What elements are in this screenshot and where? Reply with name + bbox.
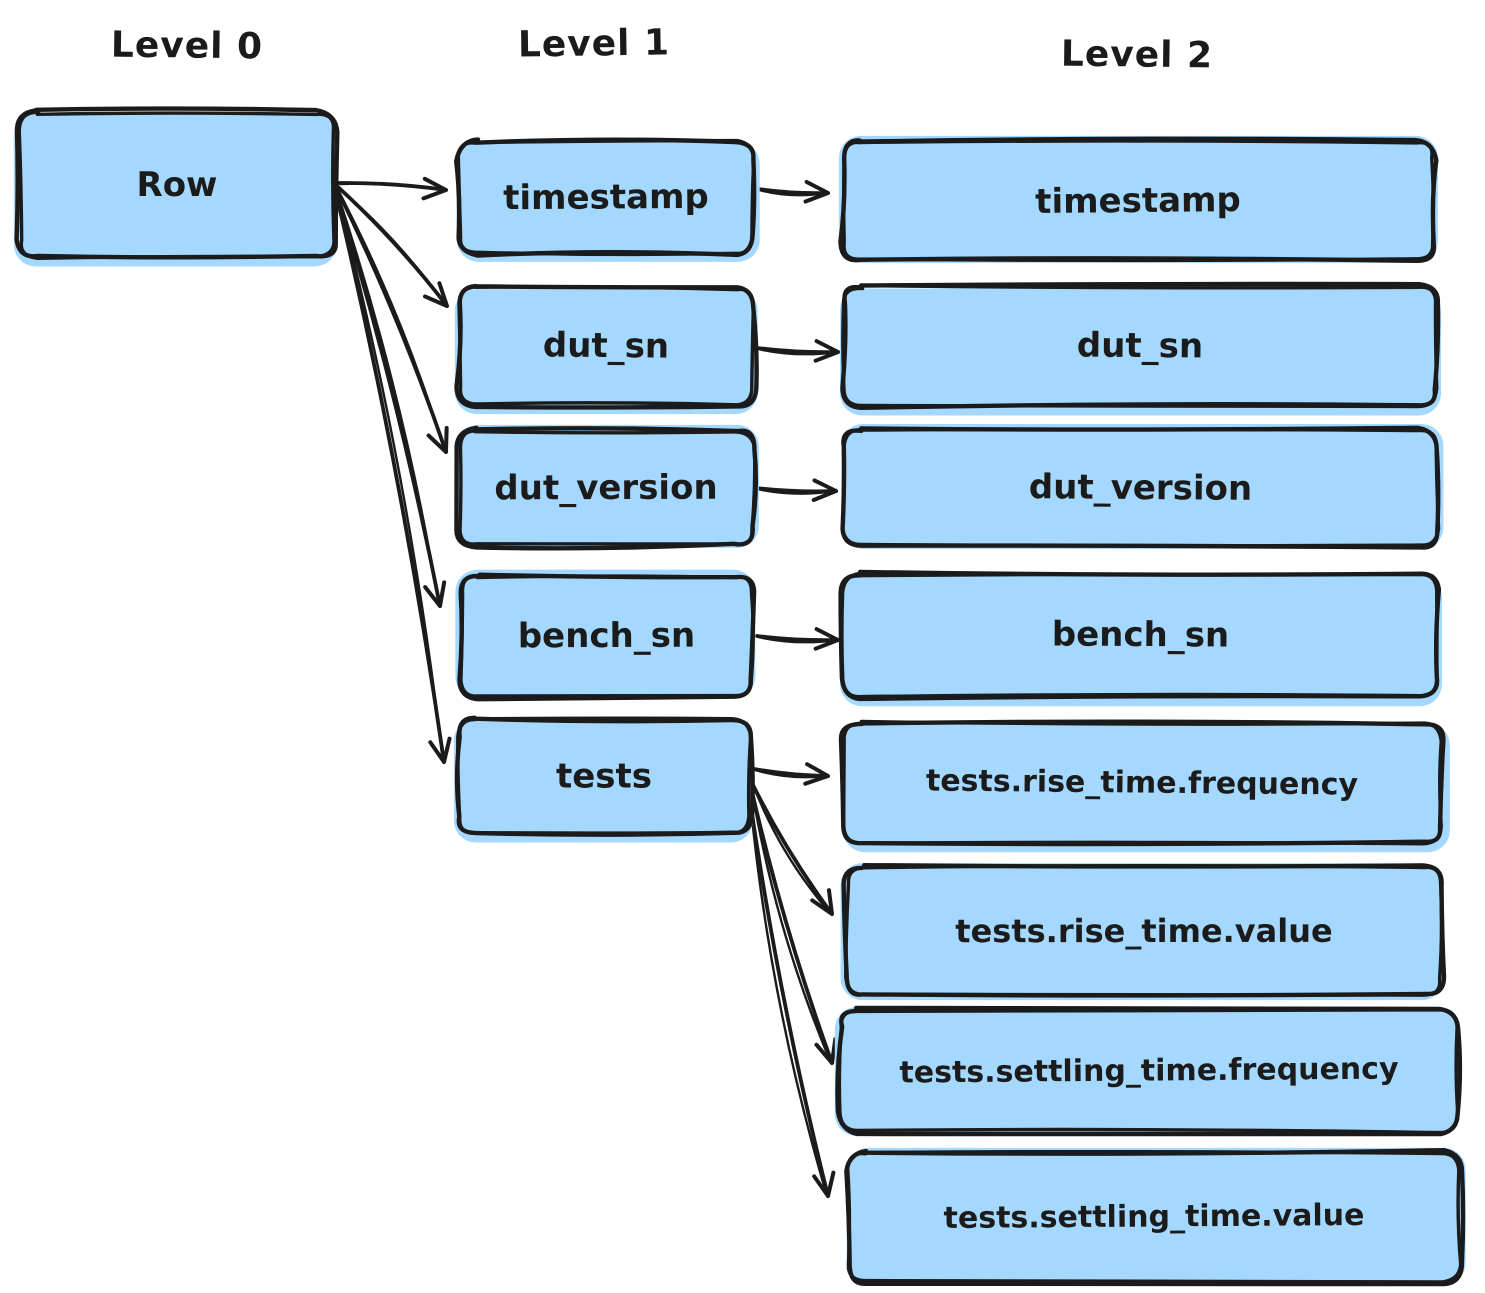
node-fill [840, 863, 1444, 1001]
node-fill [455, 569, 756, 699]
node-outline-2 [840, 427, 1441, 548]
node-outline-2 [844, 864, 1444, 997]
node-fill [453, 718, 753, 843]
node-l1-timestamp: timestamp [453, 137, 760, 262]
edge-row-l1-dut_sn [336, 185, 449, 308]
node-row: Row [13, 106, 340, 267]
node-label: dut_sn [543, 325, 670, 366]
node-fill [841, 423, 1444, 549]
node-l2-dut_version: dut_version [840, 423, 1444, 550]
column-header-level2: Level 2 [1061, 34, 1214, 77]
node-outline-2 [458, 429, 757, 547]
node-l1-bench_sn: bench_sn [455, 569, 757, 702]
node-label: timestamp [503, 177, 709, 218]
edge-l1-bench_sn-l2-bench_sn [755, 627, 840, 651]
node-label: dut_version [494, 468, 717, 509]
node-outline-2 [837, 1008, 1460, 1135]
edge-l1-tests-l2-settling-frequency [748, 781, 838, 1065]
node-outline-2 [841, 719, 1443, 846]
edge-l1-tests-l2-settling-value [746, 784, 836, 1198]
node-label: tests.settling_time.frequency [899, 1052, 1399, 1091]
node-fill [454, 289, 758, 415]
edge-l1-timestamp-l2-timestamp [756, 179, 830, 204]
node-fill [838, 135, 1438, 263]
node-outline-2 [456, 138, 756, 257]
edge-row-l1-tests [334, 191, 452, 764]
arrowhead-icon [422, 281, 449, 308]
arrowhead-icon [803, 179, 830, 204]
node-fill [13, 113, 337, 267]
node-l2-settling-value: tests.settling_time.value [844, 1147, 1466, 1287]
arrowhead-icon [811, 478, 838, 502]
node-fill [842, 723, 1450, 853]
node-outline-2 [457, 285, 756, 407]
node-label: tests.rise_time.value [955, 912, 1332, 950]
arrowhead-icon [426, 426, 449, 454]
node-label: tests.settling_time.value [943, 1198, 1364, 1236]
node-label: Row [137, 165, 218, 205]
arrowhead-icon [428, 736, 452, 764]
node-outline-2 [846, 1149, 1463, 1284]
edge-l1-dut_version-l2-dut_version [754, 478, 838, 502]
node-fill [839, 575, 1442, 707]
node-outline-2 [17, 110, 336, 261]
node-fill [455, 424, 759, 548]
node-label: tests.rise_time.frequency [926, 763, 1359, 802]
edge-row-l1-bench_sn [334, 189, 447, 608]
node-fill [839, 288, 1441, 416]
arrowhead-icon [813, 627, 840, 651]
node-label: timestamp [1035, 180, 1241, 222]
edge-l1-dut_sn-l2-dut_sn [755, 339, 840, 363]
node-outline-2 [459, 574, 755, 698]
edge-l1-tests-l2-rise-value [749, 779, 834, 916]
column-header-level0: Level 0 [111, 25, 264, 68]
node-label: dut_version [1029, 467, 1253, 509]
node-label: dut_sn [1077, 326, 1204, 367]
arrowhead-icon [813, 339, 840, 363]
column-header-level1: Level 1 [518, 22, 671, 65]
arrowhead-icon [812, 1170, 836, 1198]
node-outline [838, 136, 1439, 264]
arrowhead-icon [423, 580, 447, 608]
edge-layer [334, 176, 840, 1198]
arrowhead-icon [421, 176, 448, 201]
node-l2-rise-value: tests.rise_time.value [840, 862, 1447, 1001]
node-label: bench_sn [518, 616, 696, 657]
node-label: bench_sn [1052, 614, 1230, 655]
node-outline-2 [456, 716, 753, 835]
node-outline-2 [841, 283, 1439, 409]
arrowhead-icon [803, 762, 830, 786]
node-l1-tests: tests [453, 715, 755, 843]
edge-row-l1-dut_version [335, 187, 449, 454]
node-l1-dut_version: dut_version [454, 424, 759, 551]
node-outline-2 [840, 571, 1439, 699]
node-outline-2 [841, 139, 1436, 263]
edge-row-l1-timestamp [337, 176, 448, 201]
node-fill [456, 141, 760, 262]
node-label: tests [556, 756, 652, 796]
arrowhead-icon [814, 1037, 838, 1065]
node-fill [834, 1006, 1460, 1136]
node-l2-settling-frequency: tests.settling_time.frequency [834, 1005, 1463, 1137]
arrowhead-icon [810, 888, 834, 916]
node-l2-timestamp: timestamp [838, 135, 1439, 264]
node-l2-bench_sn: bench_sn [838, 569, 1442, 707]
node-l1-dut_sn: dut_sn [454, 283, 759, 415]
node-l2-dut_sn: dut_sn [839, 281, 1441, 416]
node-l2-rise-frequency: tests.rise_time.frequency [838, 719, 1450, 853]
node-fill [846, 1147, 1466, 1285]
edge-l1-tests-l2-rise-frequency [752, 762, 830, 786]
